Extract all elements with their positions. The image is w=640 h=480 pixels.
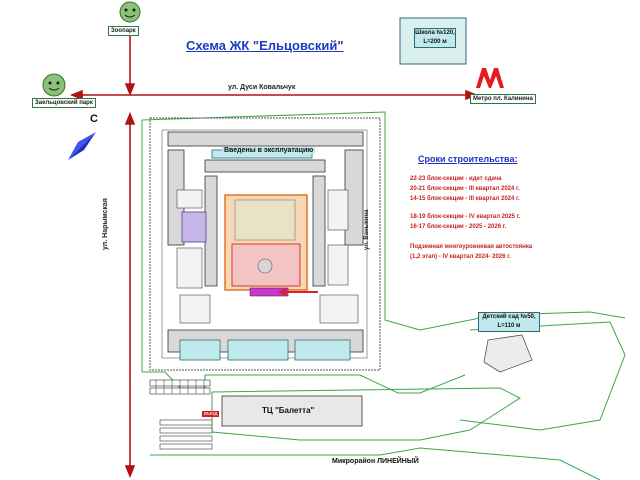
status-label: Введены в эксплуатацию	[222, 147, 316, 154]
legend-item: 16-17 блок-секции - 2025 - 2026 г.	[410, 224, 507, 230]
school-name: Школа №120,	[415, 30, 455, 36]
legend-item: 22-23 блок-секции - идет сдача	[410, 176, 502, 182]
page-title: Схема ЖК "Ельцовский"	[186, 38, 344, 53]
school-distance: L=200 м	[423, 39, 447, 45]
zoo-mascot-icon	[119, 1, 141, 23]
mall-label: ТЦ "Балетта"	[262, 406, 315, 415]
park-label: Заельцовский парк	[32, 98, 96, 108]
kindergarten-distance: L=110 м	[497, 323, 521, 329]
legend-title: Сроки строительства:	[418, 154, 518, 164]
metro-label: Метро пл. Калинина	[470, 94, 536, 104]
entrance-label: въезд	[202, 411, 220, 417]
road-vanykina: ул. Ваныкина	[364, 209, 370, 250]
north-label: С	[90, 113, 98, 125]
park-mascot-icon	[42, 73, 66, 97]
school-label: Школа №120, L=200 м	[414, 28, 456, 48]
metro-icon	[474, 66, 504, 90]
road-kovalchuk: ул. Дуси Ковальчук	[228, 84, 296, 91]
kindergarten-name: Детский сад №50,	[482, 314, 536, 320]
kindergarten-label: Детский сад №50, L=110 м	[478, 312, 540, 332]
legend-item: 20-21 блок-секции - III квартал 2024 г.	[410, 186, 520, 192]
road-narymskaya: ул. Нарымская	[102, 198, 109, 250]
zoo-label: Зоопарк	[108, 26, 139, 36]
legend-item: 14-15 блок-секции - III квартал 2024 г.	[410, 196, 520, 202]
legend-item: Подземная многоуровневая автостоянка	[410, 244, 533, 250]
district-label: Микрорайон ЛИНЕЙНЫЙ	[332, 458, 419, 465]
legend-item: (1,2 этап) - IV квартал 2024- 2026 г.	[410, 254, 511, 260]
legend-item: 18-19 блок-секции - IV квартал 2025 г.	[410, 214, 521, 220]
